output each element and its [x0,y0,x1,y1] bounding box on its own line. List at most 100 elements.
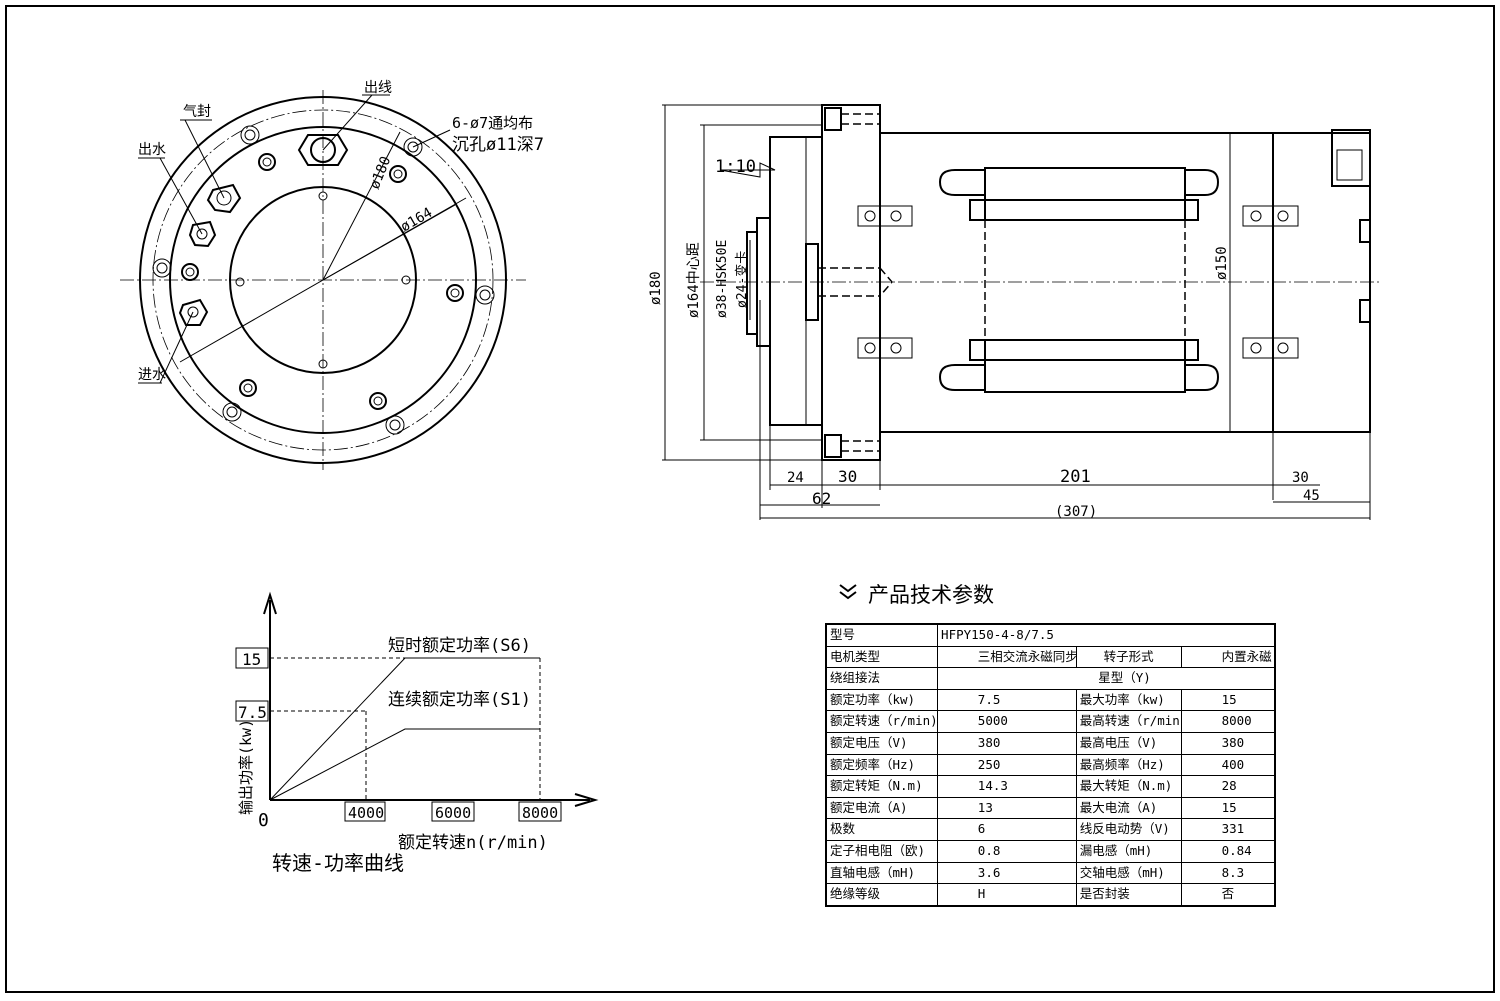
s1-label: 连续额定功率(S1) [388,690,531,710]
bolt-holes [152,125,495,435]
spec-value: 0.84 [1221,842,1252,858]
spec-label: 是否封装 [1077,884,1182,905]
spec-title: 产品技术参数 [868,583,994,607]
dim-24: 24 [787,470,804,486]
label-dia-164-front: ø164 [398,205,435,236]
spec-value: H [938,884,1077,905]
stator-top [984,167,1186,221]
series-s6-line [269,657,540,801]
y-tick-7-5: 7.5 [238,703,267,722]
spec-value: 5000 [938,711,1077,732]
spec-value: 380 [1221,734,1245,750]
spec-label: 直轴电感（mH) [827,862,938,884]
spindle-nose [746,231,758,335]
y-axis-label: 输出功率(kw) [237,719,255,815]
series-s1-line [269,728,540,801]
spec-value: 星型（Y) [1098,670,1151,686]
spec-value-model: HFPY150-4-8/7.5 [941,627,1054,642]
dim-62: 62 [812,489,831,508]
spec-row: 电机类型三相交流永磁同步电机转子形式内置永磁（IPM) [827,646,1274,669]
spec-value: 3.6 [938,862,1077,884]
stator-bottom [984,339,1186,393]
spec-value: 400 [1221,756,1245,772]
spec-value: 380 [938,732,1077,754]
spec-label: 最高转速（r/min) [1077,711,1182,732]
label-clamp: ø24-变卡 [734,251,750,308]
label-hole-note-1: 6-ø7通均布 [452,114,533,132]
side-view [662,104,1380,520]
rear-cover [1272,132,1371,433]
origin-label: 0 [258,810,269,831]
spec-label: 漏电感（mH) [1077,840,1182,862]
spec-label: 电机类型 [827,646,938,668]
label-water-out: 出水 [138,142,166,158]
x-axis [270,793,599,807]
spec-label: 极数 [827,819,938,840]
spec-value: 否 [1221,886,1235,902]
y-tick-15: 15 [242,650,261,669]
spec-value: 15 [1221,691,1237,707]
y-axis [263,591,277,800]
x-tick-6000: 6000 [435,804,471,822]
dim-307: (307) [1055,504,1097,520]
spec-label: 转子形式 [1077,646,1182,668]
spec-label: 型号 [827,625,939,646]
spec-label: 额定功率（kw) [827,689,938,711]
spec-label: 额定转速（r/min) [827,711,938,732]
spec-value: 7.5 [938,689,1077,711]
sheet-border [5,5,1495,993]
label-air-seal: 气封 [183,104,211,120]
chevron-down-icon [839,584,857,600]
spec-label: 最大电流（A) [1077,797,1182,819]
x-axis-label: 额定转速n(r/min) [398,833,548,853]
spec-label: 最大功率（kw) [1077,689,1182,711]
dim-30-rear: 30 [1292,470,1309,486]
spec-label: 绝缘等级 [827,884,938,905]
spec-value: 0.8 [938,840,1077,862]
spec-label: 额定电流（A) [827,797,938,819]
spec-label: 额定转矩（N.m) [827,776,938,797]
spec-value: 250 [938,754,1077,776]
spec-label: 最高频率（Hz) [1077,754,1182,776]
spec-value: 331 [1221,821,1245,837]
x-tick-4000: 4000 [348,804,384,822]
label-hole-note-2: 沉孔ø11深7 [452,135,544,155]
front-view [120,90,526,470]
spec-value: 内置永磁（IPM) [1221,648,1274,664]
cable-gland [1331,129,1371,187]
label-dia-180-side: ø180 [648,271,664,305]
label-hsk: ø38-HSK50E [715,240,730,318]
spec-table: 型号HFPY150-4-8/7.5电机类型三相交流永磁同步电机转子形式内置永磁（… [825,623,1276,907]
label-taper: 1:10 [715,157,756,177]
spec-value: 8.3 [1221,864,1245,880]
spec-label: 额定频率（Hz) [827,754,938,776]
spec-label: 绕组接法 [827,668,938,689]
spec-value: 6 [938,819,1077,840]
chart-title: 转速-功率曲线 [272,851,404,875]
spec-value: 13 [938,797,1077,819]
x-tick-8000: 8000 [522,804,558,822]
spec-label: 最高电压（V) [1077,732,1182,754]
spec-label: 最大转矩（N.m) [1077,776,1182,797]
dim-201: 201 [1060,467,1091,487]
spec-label: 交轴电感（mH) [1077,862,1182,884]
s6-label: 短时额定功率(S6) [388,636,531,656]
label-outlet-wire: 出线 [364,80,392,96]
flange [821,104,881,461]
label-dia-150: ø150 [1214,246,1230,280]
front-plate [769,136,823,426]
spec-label: 额定电压（V) [827,732,938,754]
dim-30-front: 30 [838,467,857,486]
cable-gland-nut [297,134,349,166]
